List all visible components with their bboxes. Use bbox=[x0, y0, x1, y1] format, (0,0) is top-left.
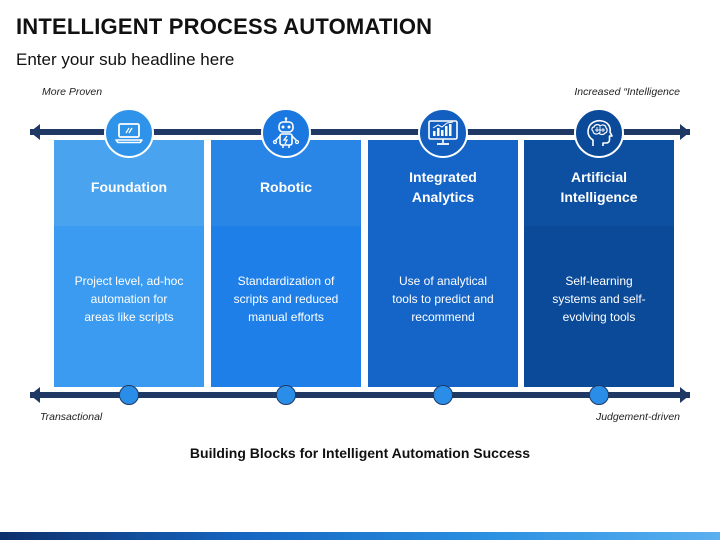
bottom-axis-right-label: Judgement-driven bbox=[595, 411, 680, 423]
diagram-caption: Building Blocks for Intelligent Automati… bbox=[189, 445, 531, 461]
top-axis-left-arrowhead bbox=[30, 124, 40, 140]
card-foundation: Foundation Project level, ad-hoc automat… bbox=[54, 140, 204, 387]
card-artificial-intelligence: Artificial Intelligence Self-learning sy… bbox=[524, 140, 674, 387]
page-title: INTELLIGENT PROCESS AUTOMATION bbox=[16, 14, 433, 39]
top-axis-left-label: More Proven bbox=[42, 86, 103, 98]
brain-head-icon bbox=[574, 108, 624, 158]
card-artificial-intelligence-title: Artificial Intelligence bbox=[560, 169, 638, 205]
bottom-axis-left-label: Transactional bbox=[40, 411, 103, 423]
bottom-axis-right-arrowhead bbox=[680, 387, 690, 403]
card-robotic-description: Standardization of scripts and reduced m… bbox=[233, 274, 339, 324]
top-axis-right-arrowhead bbox=[680, 124, 690, 140]
timeline-dot-robotic bbox=[276, 385, 296, 405]
card-artificial-intelligence-body: Self-learning systems and self- evolving… bbox=[524, 226, 674, 387]
robot-icon bbox=[261, 108, 311, 158]
card-artificial-intelligence-description: Self-learning systems and self- evolving… bbox=[552, 274, 646, 324]
timeline-dot-artificial-intelligence bbox=[589, 385, 609, 405]
laptop-icon bbox=[104, 108, 154, 158]
card-foundation-body: Project level, ad-hoc automation for are… bbox=[54, 226, 204, 387]
bottom-axis-line bbox=[30, 392, 690, 398]
card-integrated-analytics: Integrated Analytics Use of analytical t… bbox=[368, 140, 518, 387]
card-foundation-description: Project level, ad-hoc automation for are… bbox=[74, 274, 184, 324]
card-robotic-body: Standardization of scripts and reduced m… bbox=[211, 226, 361, 387]
footer-accent-bar bbox=[0, 532, 720, 540]
analytics-dashboard-icon bbox=[418, 108, 468, 158]
card-foundation-title: Foundation bbox=[90, 179, 168, 195]
timeline-dot-foundation bbox=[119, 385, 139, 405]
top-axis-right-label: Increased “Intelligence bbox=[574, 86, 680, 98]
bottom-axis-left-arrowhead bbox=[30, 387, 40, 403]
card-integrated-analytics-description: Use of analytical tools to predict and r… bbox=[392, 274, 494, 324]
card-integrated-analytics-body: Use of analytical tools to predict and r… bbox=[368, 226, 518, 387]
card-robotic-title: Robotic bbox=[259, 179, 313, 195]
page-subtitle: Enter your sub headline here bbox=[16, 50, 235, 69]
card-integrated-analytics-title: Integrated Analytics bbox=[409, 169, 477, 205]
top-axis-line bbox=[30, 129, 690, 135]
card-robotic: Robotic Standardization of scripts and r… bbox=[211, 140, 361, 387]
timeline-dot-integrated-analytics bbox=[433, 385, 453, 405]
